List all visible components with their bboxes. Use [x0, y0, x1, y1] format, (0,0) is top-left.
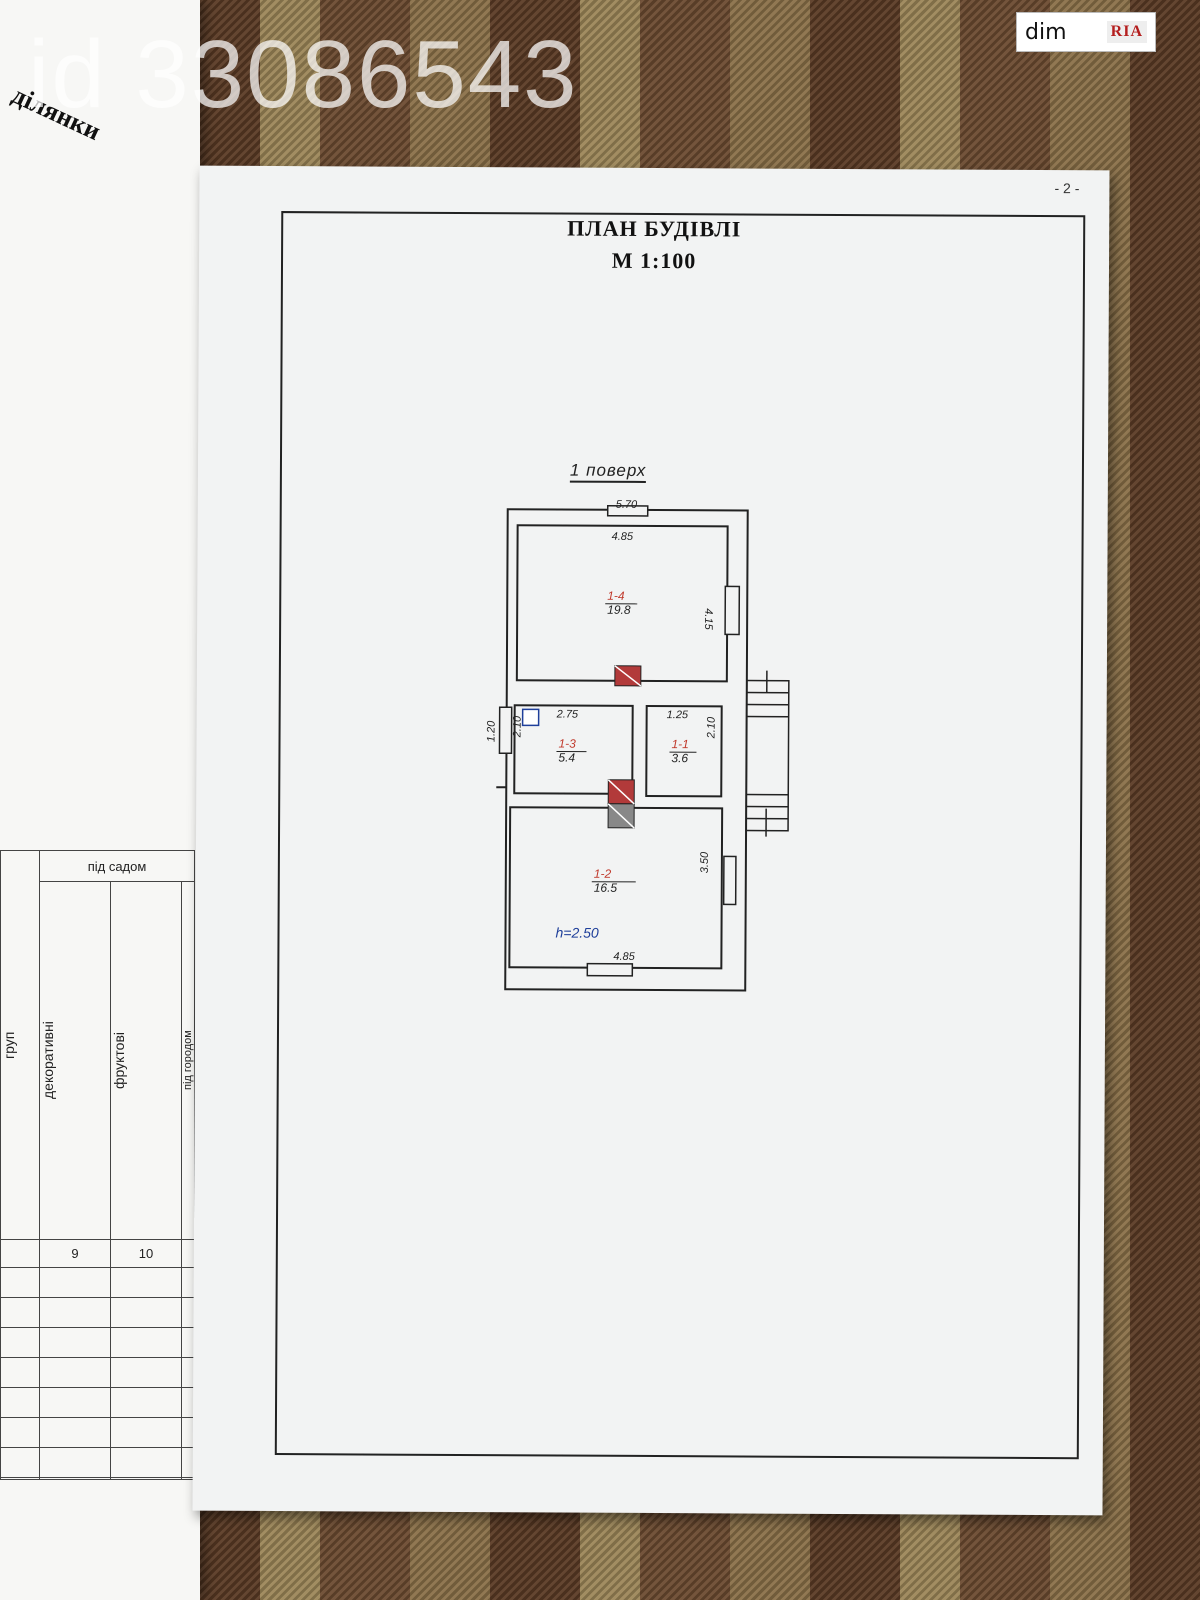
table-cell: 10 [110, 1238, 182, 1268]
table-cell [0, 1326, 40, 1358]
listing-id-watermark: id 33086543 [28, 21, 579, 128]
column-number: 9 [71, 1245, 79, 1261]
dim-room2-width: 4.85 [613, 951, 635, 963]
table-cell [39, 1326, 111, 1358]
room-1-3-outline [513, 704, 634, 795]
outer-wall [504, 508, 749, 992]
window-left [498, 706, 513, 755]
window-right-lower [722, 855, 737, 906]
table-cell [110, 1326, 182, 1358]
dim-room3-width: 2.75 [556, 708, 579, 720]
table-cell [110, 1296, 182, 1328]
dim-room1-width: 1.25 [667, 709, 689, 721]
stove-symbol [607, 665, 642, 829]
table-cell [181, 1238, 195, 1268]
porch-steps [745, 670, 790, 837]
stove-hatch [614, 665, 642, 687]
table-cell [110, 1356, 182, 1388]
land-use-table: груп під садом декоративні фруктові під … [0, 850, 195, 1481]
column-header: груп [1, 1031, 17, 1059]
dim-room4-depth: 4.15 [702, 608, 714, 630]
column-header: під городом [182, 1030, 194, 1091]
table-cell [39, 1446, 111, 1478]
table-cell [39, 1266, 111, 1298]
group-header: під садом [87, 858, 147, 874]
column-header: декоративні [40, 1021, 56, 1100]
table-cell [110, 1446, 182, 1478]
table-cell [39, 1386, 111, 1418]
room-1-4-number: 1-4 [607, 589, 625, 603]
gas-stove-icon [521, 708, 540, 727]
table-cell: 9 [39, 1238, 111, 1268]
table-cell [0, 1416, 40, 1448]
porch-outline [745, 679, 790, 832]
column-header: фруктові [111, 1031, 127, 1089]
dim-room3-depth: 2.10 [512, 715, 524, 738]
table-cell [0, 1446, 40, 1478]
table-cell [0, 1476, 40, 1481]
brand-dim-text: dim [1025, 19, 1067, 45]
dim-side: 1.20 [486, 720, 498, 742]
brand-ria-text: RIA [1106, 21, 1147, 43]
table-cell: груп [0, 850, 40, 1240]
table-cell: декоративні [39, 881, 111, 1240]
group-header-cell: під садом [39, 850, 195, 882]
table-cell [0, 1296, 40, 1328]
table-cell: під городом [181, 881, 195, 1240]
table-cell [110, 1476, 182, 1481]
table-cell [0, 1238, 40, 1268]
table-cell [110, 1266, 182, 1298]
room-1-1-outline [645, 704, 723, 798]
floor-plan-drawing: 5.70 4.85 4.15 2.75 2.10 1.25 2.10 1.20 … [486, 499, 790, 992]
room-1-2-number: 1-2 [594, 867, 612, 881]
brand-logo[interactable]: dim RIA [1016, 12, 1156, 52]
dim-overall-width: 5.70 [616, 499, 638, 511]
table-cell [110, 1416, 182, 1448]
window-bottom [586, 962, 634, 977]
table-cell: фруктові [110, 881, 182, 1240]
table-cell [110, 1386, 182, 1418]
table-cell [39, 1296, 111, 1328]
stove-hatch [607, 779, 635, 805]
room-1-3-number: 1-3 [558, 737, 576, 751]
room-1-1-area: 3.6 [671, 751, 688, 765]
window-right-upper [724, 585, 741, 636]
table-cell [0, 1356, 40, 1388]
room-1-1-number: 1-1 [671, 737, 688, 751]
dim-room4-width: 4.85 [612, 531, 634, 543]
table-cell [0, 1386, 40, 1418]
column-number: 10 [138, 1245, 154, 1261]
dim-room2-depth: 3.50 [699, 851, 711, 873]
table-cell [39, 1476, 111, 1481]
table-cell [39, 1356, 111, 1388]
table-cell [181, 1266, 195, 1298]
room-1-2-area: 16.5 [594, 881, 618, 895]
table-cell [0, 1266, 40, 1298]
ceiling-height-label: h=2.50 [555, 925, 599, 941]
building-plan-page: - 2 - ПЛАН БУДІВЛІ М 1:100 1 поверх [192, 165, 1110, 1516]
table-cell [39, 1416, 111, 1448]
left-page: ділянки груп під садом декоративні фрукт… [0, 0, 200, 1600]
window-top [606, 505, 649, 517]
room-1-3-area: 5.4 [558, 751, 575, 765]
dim-room1-depth: 2.10 [706, 716, 718, 739]
stove-hatch [607, 803, 635, 829]
room-1-4-area: 19.8 [607, 603, 631, 617]
